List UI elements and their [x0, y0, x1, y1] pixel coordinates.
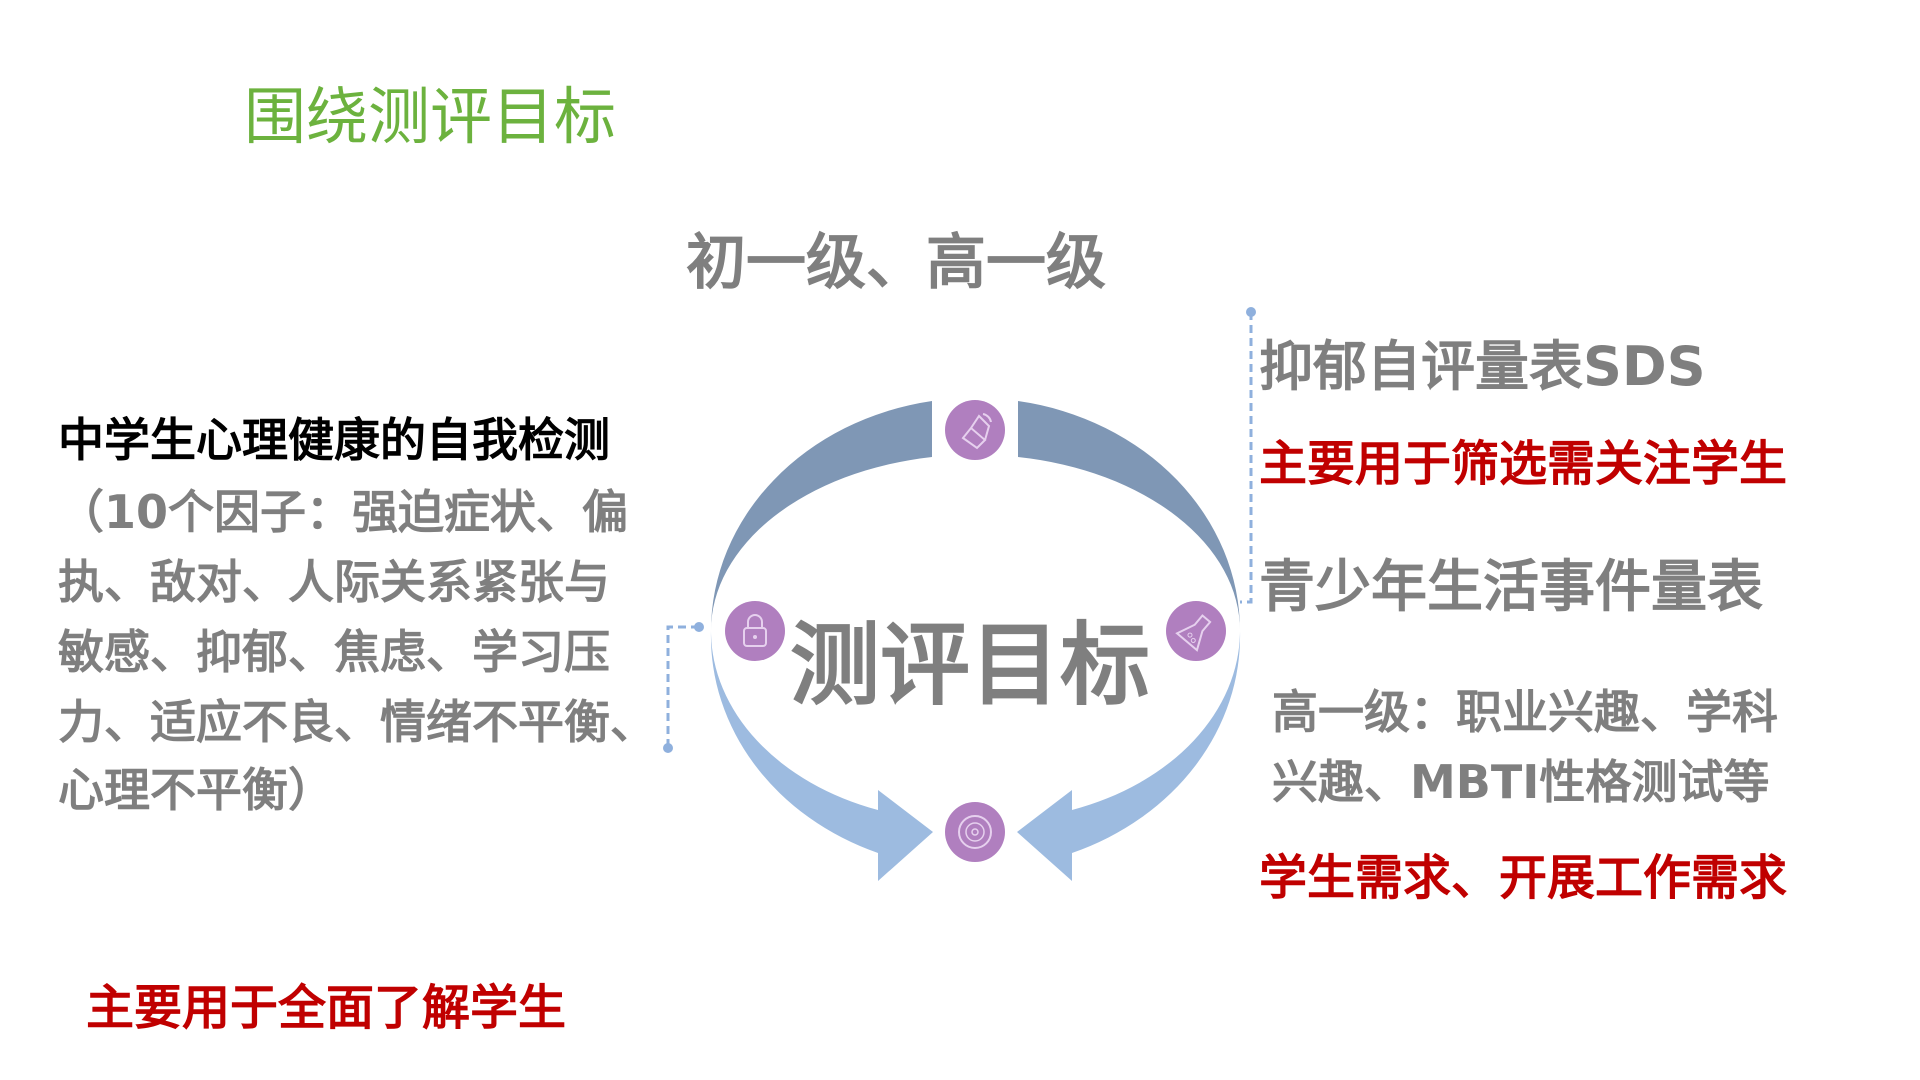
left-line: （10个因子：强迫症状、偏 — [58, 485, 629, 539]
arrow-top-right — [1018, 401, 1241, 631]
speaker-icon — [945, 400, 1005, 460]
lock-icon — [725, 601, 785, 661]
sds-scale: 抑郁自评量表SDS — [1259, 335, 1706, 398]
right-note: 学生需求、开展工作需求 — [1259, 850, 1788, 906]
sds-note: 主要用于筛选需关注学生 — [1259, 436, 1788, 492]
left-connector — [666, 625, 699, 748]
senior-line: 高一级：职业兴趣、学科 — [1272, 685, 1778, 739]
right-connector — [1240, 312, 1253, 604]
left-line: 执、敌对、人际关系紧张与 — [58, 555, 610, 609]
flask-icon — [1166, 601, 1226, 661]
left-note: 主要用于全面了解学生 — [86, 980, 567, 1036]
arrow-bottom-left — [710, 631, 933, 881]
disc-icon — [945, 802, 1005, 862]
grades-heading: 初一级、高一级 — [686, 228, 1106, 298]
arrow-bottom-right — [1017, 631, 1241, 881]
left-line: 敏感、抑郁、焦虑、学习压 — [58, 625, 610, 679]
arrow-top-left — [710, 401, 932, 631]
page-title: 围绕测评目标 — [244, 80, 617, 153]
left-line: 力、适应不良、情绪不平衡、 — [58, 695, 656, 749]
senior-line: 兴趣、MBTI性格测试等 — [1272, 755, 1770, 809]
life-events-scale: 青少年生活事件量表 — [1259, 555, 1763, 620]
left-heading: 中学生心理健康的自我检测 — [58, 413, 610, 467]
center-label: 测评目标 — [790, 613, 1150, 718]
left-line: 心理不平衡） — [58, 763, 334, 817]
